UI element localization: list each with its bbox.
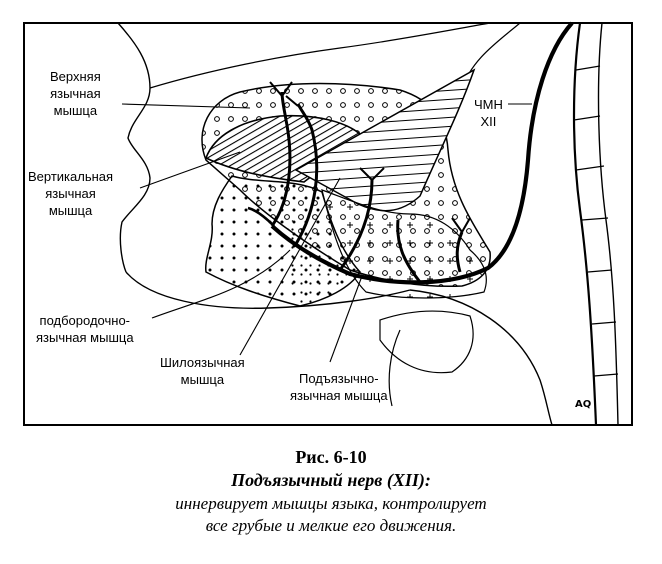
vertebra-lines [573, 65, 619, 377]
jaw-line [409, 289, 553, 426]
label-line: ЧМН [474, 97, 503, 112]
hyoglossus-muscle [321, 189, 487, 299]
nerve-branch-2 [294, 103, 319, 245]
tongue-nerve-diagram [23, 21, 633, 426]
label-line: Шилоязычная [160, 355, 245, 370]
label-line: подбородочно- [39, 313, 131, 328]
nerve-branch-1 [270, 91, 292, 227]
palate-outline [149, 22, 491, 89]
label-line: Подъязычно- [299, 371, 379, 386]
hyoid-region [379, 310, 474, 374]
label-line: язычная [45, 186, 96, 201]
spine-front [572, 22, 598, 426]
label-genioglossus: подбородочно- язычная мышца [36, 312, 134, 346]
nerve-branch-5 [455, 231, 464, 273]
figure-frame [23, 22, 633, 426]
label-line: язычная [50, 86, 101, 101]
label-nerve: ЧМН XII [474, 96, 503, 130]
figure-description-line-1: иннервирует мышцы языка, контролирует [175, 494, 487, 513]
label-line: XII [480, 114, 497, 129]
label-superior-lingual: Верхняя язычная мышца [50, 68, 101, 119]
figure-title: Подъязычный нерв (XII): [231, 470, 431, 490]
label-styloglossus: Шилоязычная мышца [160, 354, 245, 388]
figure-number: Рис. 6-10 [295, 447, 367, 467]
label-vertical-lingual: Вертикальная язычная мышца [28, 168, 113, 219]
hypoglossal-nerve [270, 21, 574, 285]
label-line: язычная мышца [290, 388, 388, 403]
leader-genio [151, 249, 291, 319]
nerve-branch-3 [338, 179, 374, 271]
nerve-twigs [269, 81, 471, 233]
label-line: мышца [53, 103, 98, 118]
label-line: Верхняя [50, 69, 101, 84]
artist-signature: AQ [575, 399, 592, 410]
styloglossus-muscle [294, 68, 476, 212]
leader-hyo [329, 275, 363, 363]
label-line: мышца [48, 203, 93, 218]
label-line: Вертикальная [28, 169, 114, 184]
spine-back [597, 22, 619, 426]
leader-stylo [239, 177, 341, 356]
leader-superior [121, 103, 251, 109]
nerve-branch-4 [396, 219, 422, 283]
lip-outline [117, 22, 151, 273]
figure-description-line-2: все грубые и мелкие его движения. [205, 516, 457, 535]
leader-vertical [139, 151, 241, 189]
label-line: язычная мышца [36, 330, 134, 345]
chin-outline [125, 271, 411, 309]
label-line: мышца [180, 372, 225, 387]
nerve-branch-6 [247, 206, 275, 227]
lower-duct [388, 329, 401, 407]
label-hyoglossus: Подъязычно- язычная мышца [290, 370, 388, 404]
